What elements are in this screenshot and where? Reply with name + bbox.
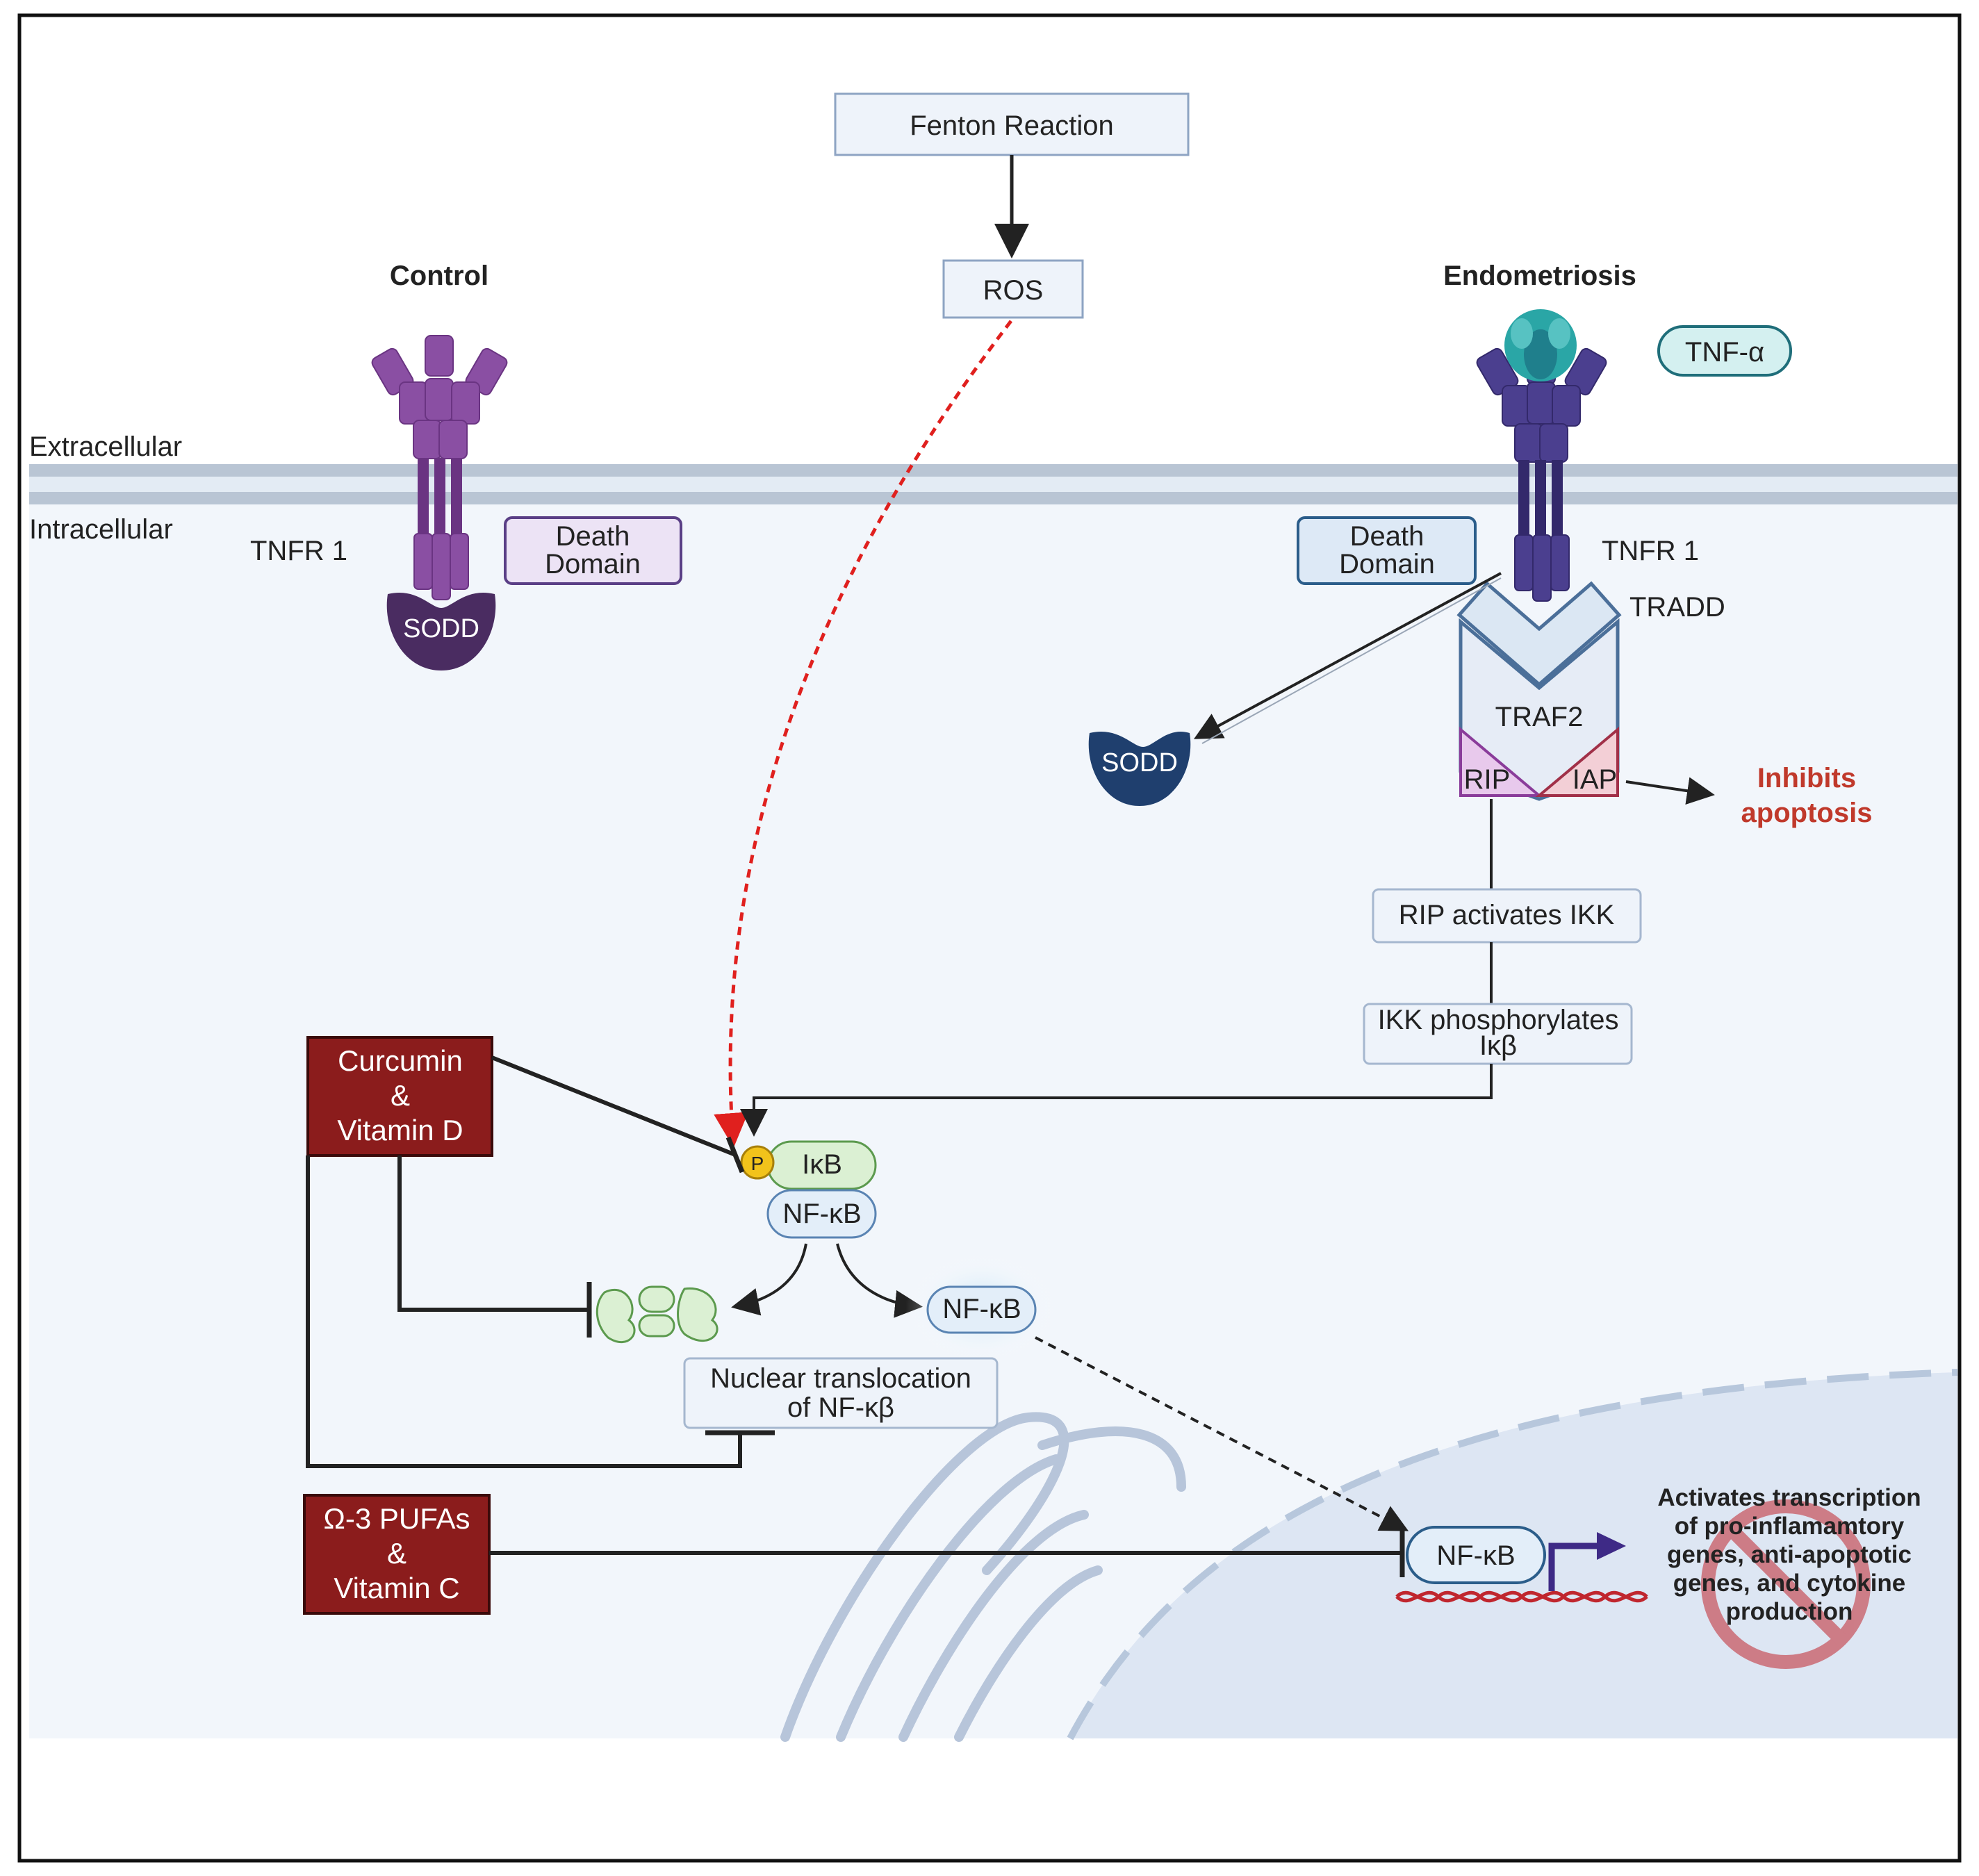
- death-domain-endo-line2: Domain: [1339, 549, 1435, 579]
- omega3-vitamin-c-box: [303, 1494, 491, 1615]
- tnfr1-endo-label: TNFR 1: [1602, 536, 1699, 566]
- sodd-released-label: SODD: [1101, 748, 1178, 777]
- tnf-alpha-label: TNF-α: [1685, 337, 1764, 368]
- transcription-arrowhead: [1597, 1532, 1626, 1560]
- fenton-reaction-box: [834, 92, 1190, 156]
- activates-transcription-line3: genes, anti-apoptotic: [1667, 1541, 1912, 1568]
- degraded-ikb-fragments: [596, 1285, 718, 1344]
- cell-membrane: [29, 464, 1957, 504]
- ros-label: ROS: [983, 275, 1044, 306]
- transcription-start-arrow: [1548, 1542, 1598, 1591]
- control-heading: Control: [390, 261, 488, 291]
- activates-transcription-line4: genes, and cytokine: [1673, 1570, 1906, 1597]
- ros-box: [942, 259, 1084, 319]
- tradd-shape: [1456, 581, 1622, 687]
- rip-label: RIP: [1464, 764, 1511, 795]
- curcumin-inhibits-degradation: [397, 1155, 587, 1312]
- iap-label: IAP: [1572, 764, 1617, 795]
- omega-line3: Vitamin C: [334, 1572, 459, 1604]
- activates-transcription-line2: of pro-inflamamtory: [1675, 1513, 1905, 1540]
- death-domain-control-line1: Death: [556, 521, 630, 552]
- omega-line2: &: [387, 1537, 407, 1570]
- rip-activates-ikk-box: [1372, 888, 1642, 944]
- traf2-label: TRAF2: [1495, 702, 1584, 732]
- intracellular-label: Intracellular: [29, 514, 173, 545]
- omega-line1: Ω-3 PUFAs: [323, 1502, 470, 1535]
- prohibited-icon: [1701, 1499, 1871, 1669]
- ikk-to-ikb-arrow: [740, 1064, 1493, 1137]
- curcumin-inhibits-translocation: [306, 1155, 742, 1468]
- curcumin-line2: &: [391, 1079, 410, 1112]
- rip-shape: [1459, 726, 1543, 797]
- curcumin-inhibits-phosphorylation: [491, 1055, 737, 1157]
- fenton-reaction-label: Fenton Reaction: [910, 110, 1114, 141]
- curcumin-line1: Curcumin: [338, 1044, 463, 1077]
- dna-strand: [1395, 1590, 1648, 1603]
- ikk-phosphorylates-line2: Iκβ: [1479, 1030, 1517, 1061]
- golgi-apparatus: [780, 1412, 1186, 1742]
- phosphate-label: P: [751, 1153, 764, 1174]
- nfkb-complex-protein: [766, 1189, 877, 1239]
- sodd-released-shape: [1088, 731, 1191, 806]
- extracellular-label: Extracellular: [29, 431, 182, 462]
- activates-transcription-line5: production: [1726, 1598, 1853, 1625]
- nfkb-free-protein: [926, 1285, 1037, 1334]
- tradd-label: TRADD: [1629, 592, 1725, 623]
- curcumin-inhibit-bar-1: [725, 1136, 745, 1174]
- phosphate-group: [740, 1145, 775, 1180]
- inhibits-apoptosis-line2: apoptosis: [1741, 798, 1873, 828]
- endometriosis-heading: Endometriosis: [1443, 261, 1636, 291]
- receptor-to-sodd-arrow: [1193, 572, 1502, 739]
- nuclear-envelope: [1067, 1369, 1958, 1741]
- ikb-label: IκB: [802, 1149, 842, 1180]
- sodd-control-shape: [386, 592, 496, 670]
- sodd-control-label: SODD: [403, 614, 479, 643]
- death-domain-control-line2: Domain: [545, 549, 641, 579]
- release-nfkb-arrow: [836, 1243, 923, 1318]
- death-domain-endo-line1: Death: [1350, 521, 1424, 552]
- degradation-arrow: [731, 1243, 807, 1316]
- tnfr1-control-label: TNFR 1: [250, 536, 347, 566]
- nfkb-nucleus-protein: [1406, 1526, 1546, 1584]
- nuclear-translocation-line2: of NF-κβ: [787, 1392, 894, 1423]
- tnfr1-receptor-control: [371, 335, 508, 600]
- sodd-release-shadow-line: [1201, 577, 1502, 744]
- iap-shape: [1535, 726, 1619, 797]
- ikk-phosphorylates-line1: IKK phosphorylates: [1378, 1005, 1619, 1035]
- death-domain-control-box: [504, 516, 682, 585]
- nfkb-complex-label: NF-κB: [782, 1199, 861, 1229]
- rip-activates-ikk-label: RIP activates IKK: [1399, 900, 1615, 930]
- ikk-phosphorylates-box: [1363, 1003, 1633, 1065]
- nfkb-to-nucleus-arrow: [1035, 1336, 1409, 1531]
- nuclear-translocation-line1: Nuclear translocation: [710, 1363, 971, 1394]
- nfkb-free-label: NF-κB: [942, 1294, 1021, 1324]
- nuclear-translocation-box: [683, 1357, 999, 1429]
- nfkb-nucleus-label: NF-κB: [1436, 1540, 1515, 1571]
- tnf-alpha-bound-ligand: [1504, 309, 1577, 381]
- tnf-alpha-box: [1657, 325, 1792, 377]
- inhibits-apoptosis-line1: Inhibits: [1757, 763, 1856, 793]
- curcumin-line3: Vitamin D: [337, 1114, 463, 1146]
- iap-to-inhibits-arrow: [1625, 777, 1715, 805]
- ros-to-ikb-arrow: [714, 320, 1012, 1148]
- death-domain-endo-box: [1297, 516, 1477, 585]
- activates-transcription-line1: Activates transcription: [1657, 1484, 1921, 1511]
